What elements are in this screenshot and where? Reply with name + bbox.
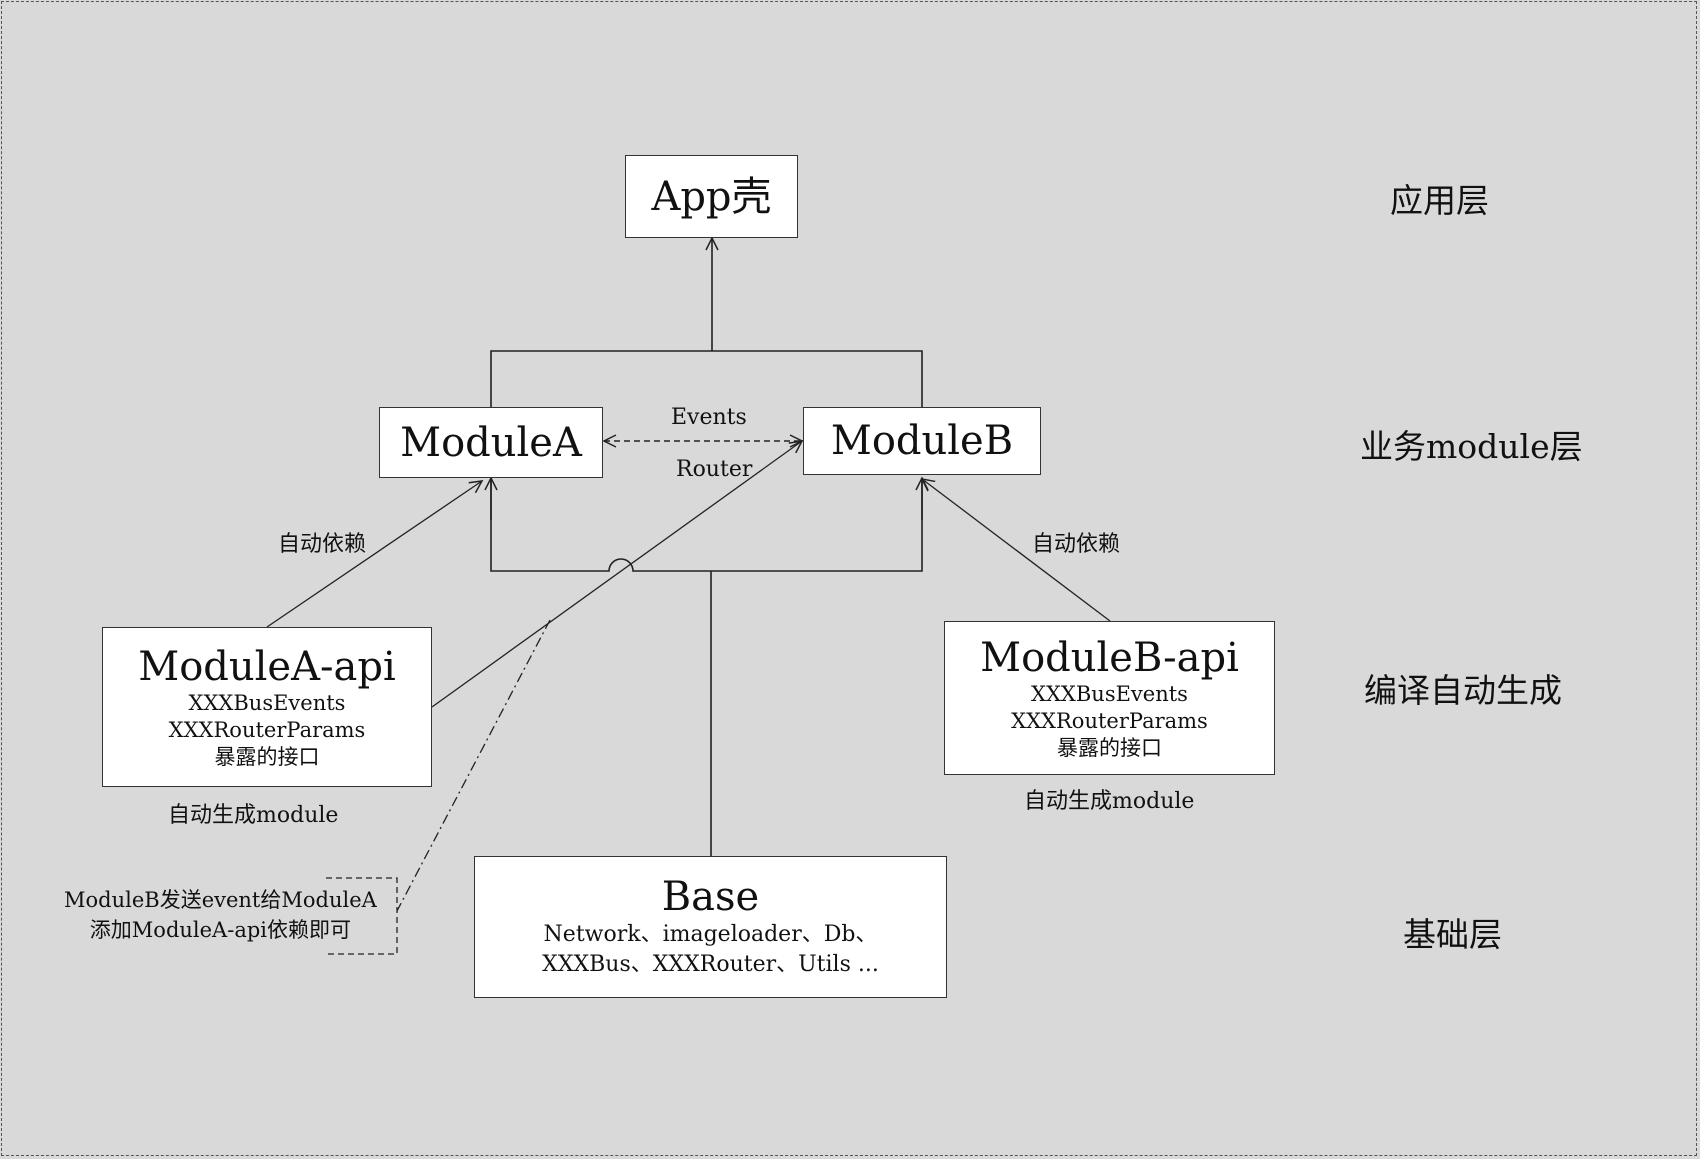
module-a-api-line: XXXRouterParams (168, 717, 366, 742)
edge-auto-dep-a (266, 480, 484, 628)
module-a-api-title: ModuleA-api (138, 643, 396, 690)
app-title: App壳 (651, 173, 772, 220)
layer-label-app: 应用层 (1390, 181, 1489, 220)
layer-label-base: 基础层 (1403, 915, 1502, 954)
module-a-box: ModuleA (379, 407, 603, 478)
module-b-api-box: ModuleB-api XXXBusEvents XXXRouterParams… (944, 621, 1275, 775)
router-label: Router (676, 457, 753, 482)
layer-label-generated: 编译自动生成 (1364, 671, 1562, 710)
auto-dep-right-label: 自动依赖 (1032, 532, 1121, 557)
base-box: Base Network、imageloader、Db、 XXXBus、XXXR… (474, 856, 947, 998)
module-b-box: ModuleB (803, 407, 1041, 475)
module-b-api-line: XXXRouterParams (1011, 708, 1208, 733)
module-a-title: ModuleA (400, 419, 582, 466)
note-line: 添加ModuleA-api依赖即可 (89, 918, 351, 942)
layer-label-business: 业务module层 (1360, 427, 1583, 466)
note-leader (396, 619, 551, 912)
auto-dep-left-label: 自动依赖 (278, 532, 367, 557)
module-a-api-line: XXXBusEvents (188, 690, 346, 715)
edge-router (431, 440, 804, 708)
app-box: App壳 (625, 155, 798, 238)
module-a-api-caption: 自动生成module (168, 803, 339, 828)
note-bracket (326, 877, 398, 955)
base-line: Network、imageloader、Db、 (543, 922, 878, 947)
note-line: ModuleB发送event给ModuleA (64, 888, 377, 912)
module-b-api-line: 暴露的接口 (1057, 735, 1162, 760)
note-text: ModuleB发送event给ModuleA 添加ModuleA-api依赖即可 (64, 885, 377, 945)
module-a-api-line: 暴露的接口 (214, 744, 320, 769)
module-a-api-box: ModuleA-api XXXBusEvents XXXRouterParams… (102, 627, 432, 787)
module-b-api-line: XXXBusEvents (1031, 681, 1188, 706)
module-b-api-caption: 自动生成module (1024, 789, 1195, 814)
edge-auto-dep-b (920, 477, 1111, 622)
events-label: Events (671, 405, 747, 430)
edge-modules-to-app (490, 238, 923, 407)
module-b-api-title: ModuleB-api (980, 634, 1239, 681)
edge-base-to-modules (490, 478, 923, 856)
module-b-title: ModuleB (830, 418, 1014, 464)
base-title: Base (661, 874, 760, 920)
base-line: XXXBus、XXXRouter、Utils ... (542, 952, 879, 977)
